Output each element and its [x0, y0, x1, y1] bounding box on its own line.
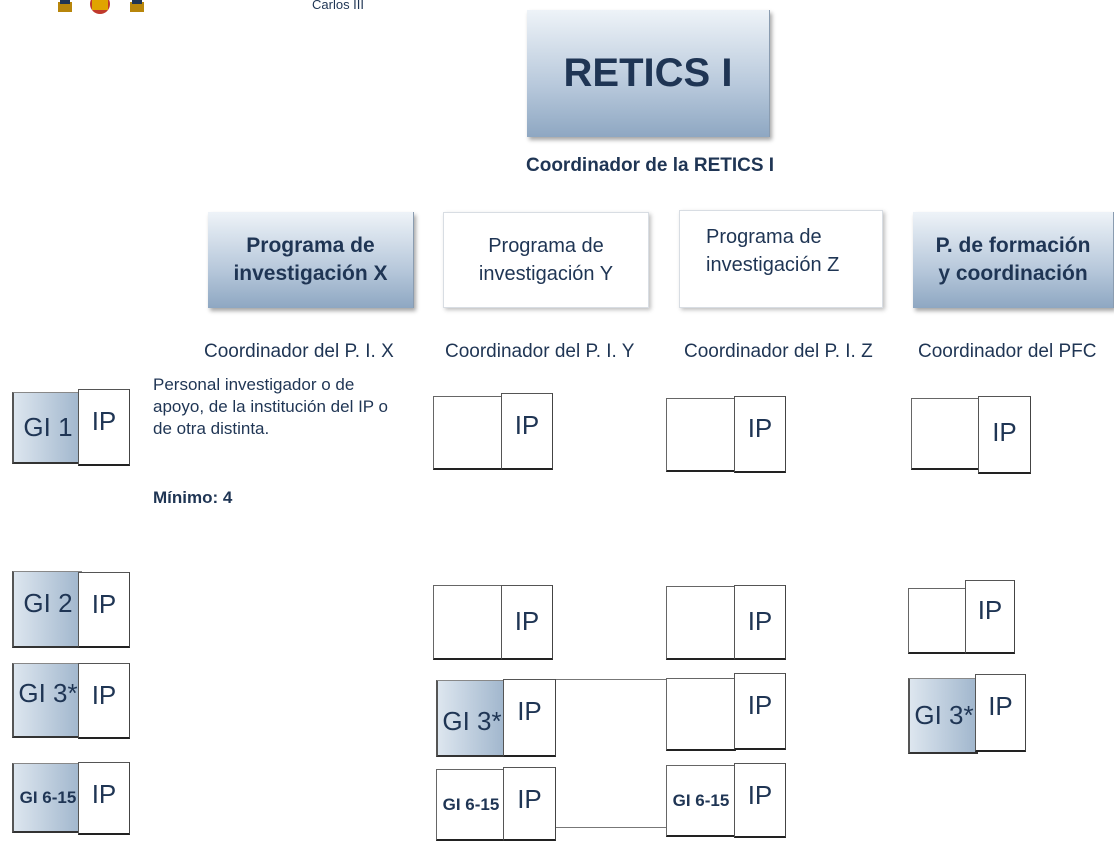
gi3-box-y: GI 3*	[436, 680, 506, 757]
coordinator-pfc: Coordinador del PFC	[918, 341, 1097, 362]
ip-box-gi6-15-x: IP	[78, 762, 130, 835]
ip-box-y1: IP	[501, 393, 553, 470]
program-z-box: Programa de investigación Z	[679, 210, 883, 308]
group-y2-box	[433, 585, 503, 660]
group-pfc2-box	[908, 588, 969, 654]
coat-of-arms-icon	[58, 0, 144, 14]
ip-box-pfc1: IP	[978, 396, 1031, 474]
gi6-15-box-z: GI 6-15	[666, 765, 736, 837]
retics-title-box: RETICS I	[527, 10, 770, 137]
program-pfc-box: P. de formación y coordinación	[913, 212, 1114, 308]
retics-coordinator: Coordinador de la RETICS I	[526, 155, 775, 176]
coordinator-x: Coordinador del P. I. X	[204, 341, 394, 362]
group-z2-box	[666, 586, 736, 660]
institution-logo	[56, 0, 146, 14]
ip-box-z1: IP	[734, 396, 786, 473]
retics-title: RETICS I	[563, 51, 733, 95]
ip-box-gi3-y: IP	[503, 679, 556, 757]
ip-box-pfc2: IP	[965, 580, 1015, 654]
ip-box-gi6-15-y: IP	[503, 767, 556, 841]
ip-box-gi6-15-z: IP	[734, 763, 786, 838]
program-z-label: Programa de investigación Z	[706, 226, 840, 276]
note-minimum: Mínimo: 4	[153, 488, 233, 507]
ip-box-y2: IP	[501, 585, 553, 660]
ip-box-z2: IP	[734, 585, 786, 660]
gi6-15-box-y: GI 6-15	[436, 769, 506, 841]
connector-line-bottom	[553, 827, 666, 828]
note-text: Personal investigador o de apoyo, de la …	[153, 375, 389, 439]
connector-line-top	[553, 679, 666, 680]
program-y-label: Programa de investigación Y	[478, 235, 614, 285]
gi3-box-x: GI 3*	[12, 663, 82, 738]
program-x-box: Programa de investigación X	[208, 212, 414, 308]
program-y-box: Programa de investigación Y	[443, 212, 649, 308]
logo-text: Carlos III	[312, 0, 365, 12]
group-y1-box	[433, 396, 503, 470]
gi6-15-box-x: GI 6-15	[12, 763, 82, 833]
coordinator-y: Coordinador del P. I. Y	[445, 341, 635, 362]
gi1-box: GI 1	[12, 392, 82, 464]
group-z3-box	[666, 678, 736, 751]
group-pfc1-box	[911, 398, 981, 470]
ip-box-gi3-x: IP	[78, 663, 130, 739]
coordinator-z: Coordinador del P. I. Z	[684, 341, 873, 362]
ip-box-z3: IP	[734, 673, 786, 750]
program-x-label: Programa de investigación X	[233, 233, 388, 285]
ip-box-gi3-pfc: IP	[975, 674, 1026, 752]
program-pfc-label: P. de formación y coordinación	[935, 233, 1091, 285]
group-z1-box	[666, 398, 736, 472]
ip-box-gi2: IP	[78, 572, 130, 648]
gi2-box: GI 2	[12, 571, 82, 648]
gi3-box-pfc: GI 3*	[908, 678, 978, 754]
ip-box-gi1: IP	[78, 389, 130, 466]
